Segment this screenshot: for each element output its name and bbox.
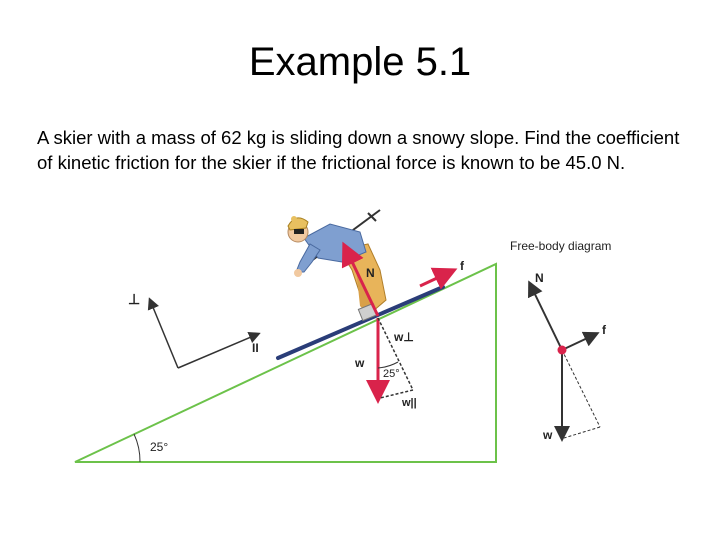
fbd-friction-label: f xyxy=(602,323,607,337)
skier-illustration xyxy=(276,209,445,360)
ski xyxy=(276,285,445,360)
weight-force-label: w xyxy=(354,356,365,370)
incline-angle-arc xyxy=(133,433,141,463)
parallel-axis-label: II xyxy=(252,341,259,355)
fbd-friction-arrow xyxy=(561,331,600,351)
weight-parallel-label: w|| xyxy=(401,397,417,409)
incline-angle-label: 25° xyxy=(150,440,168,454)
fbd-weight-label: w xyxy=(542,428,553,442)
parallel-axis-line xyxy=(177,331,261,369)
fbd-normal-arrow xyxy=(528,280,563,351)
weight-perpendicular-component xyxy=(377,317,414,391)
fbd-dashed-par xyxy=(563,426,601,439)
weight-perpendicular-label: w⊥ xyxy=(393,330,414,344)
perpendicular-axis-line xyxy=(147,297,179,369)
fbd-body-point xyxy=(557,345,567,355)
friction-force-label: f xyxy=(460,259,465,273)
slope-triangle xyxy=(74,262,497,463)
fbd-dashed-perp xyxy=(561,349,601,428)
perpendicular-axis-label: ⊥ xyxy=(128,291,140,307)
friction-force-arrow xyxy=(419,267,458,290)
normal-force-arrow xyxy=(341,241,380,317)
fbd-normal-label: N xyxy=(535,271,544,285)
problem-statement: A skier with a mass of 62 kg is sliding … xyxy=(37,127,680,173)
weight-parallel-component xyxy=(379,389,414,399)
vector-angle-label: 25° xyxy=(383,368,400,380)
skier-hat xyxy=(287,217,309,231)
slide-title: Example 5.1 xyxy=(248,40,472,84)
vector-angle-arc xyxy=(377,361,399,369)
normal-force-label: N xyxy=(366,266,375,280)
free-body-title: Free-body diagram xyxy=(510,239,611,253)
